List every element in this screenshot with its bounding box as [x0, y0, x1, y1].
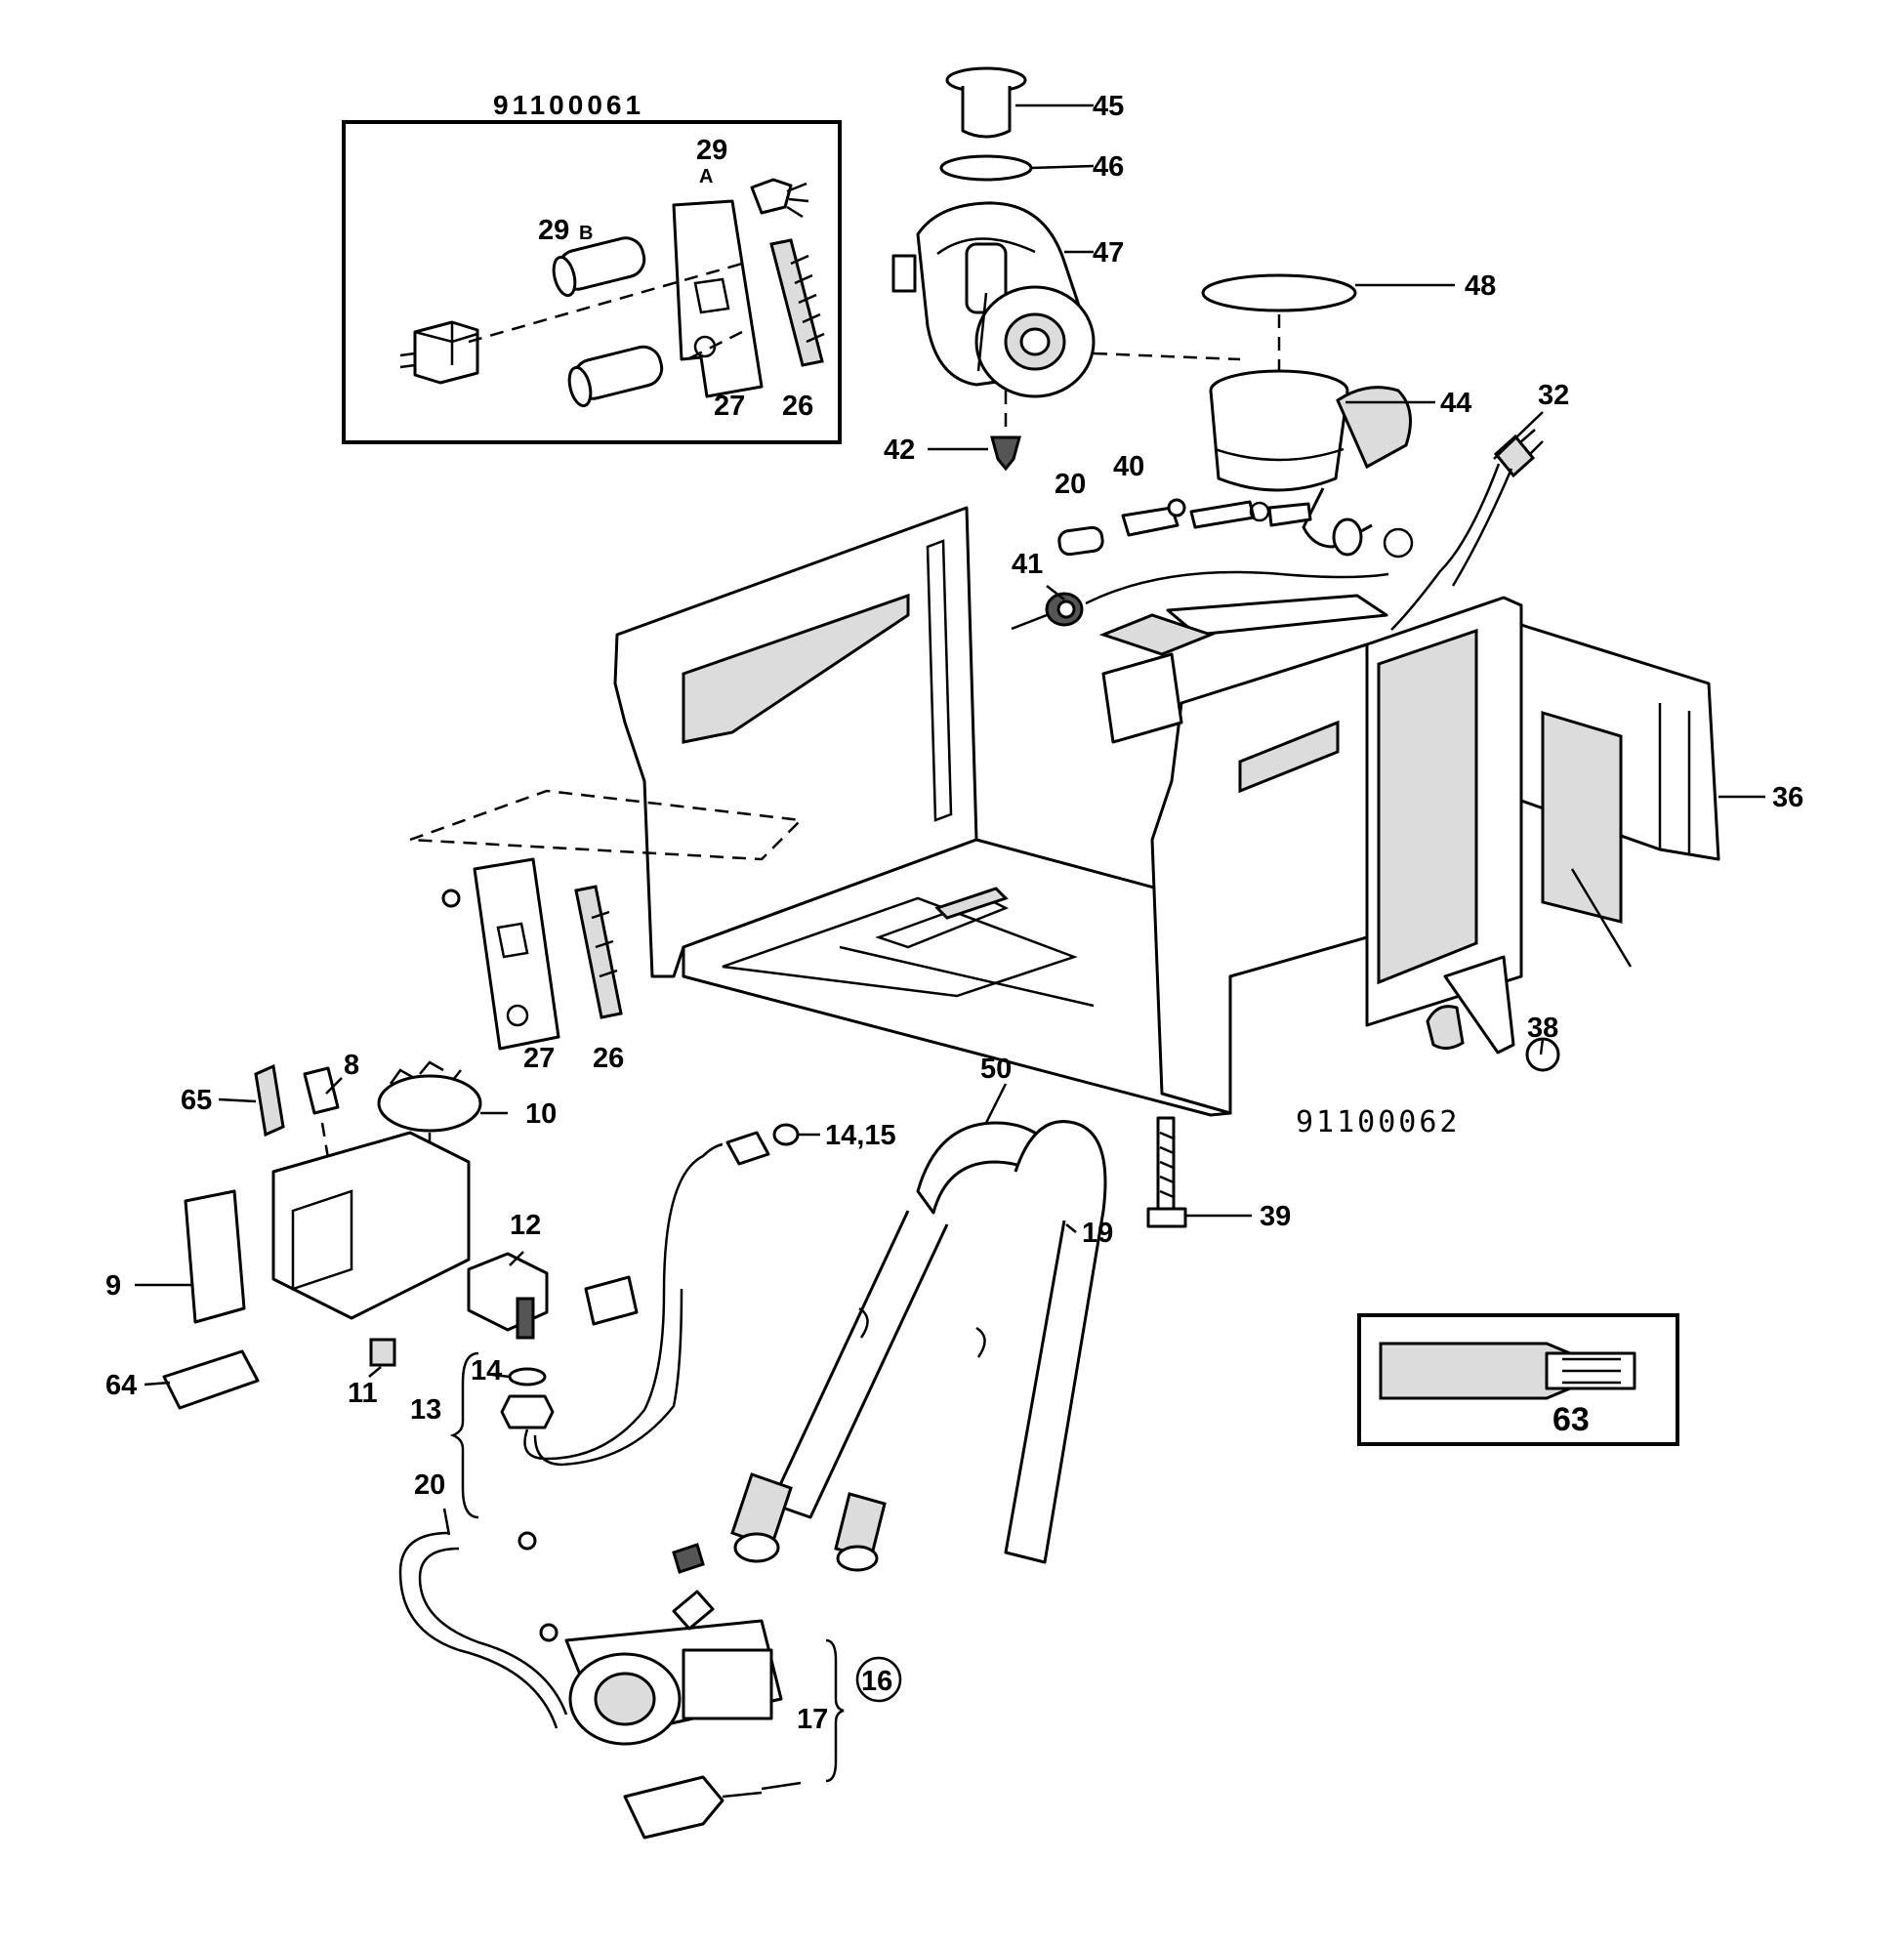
label-63: 63 — [1552, 1401, 1590, 1438]
part-20-loop-hose — [398, 1531, 559, 1729]
part-48-ring — [1201, 273, 1357, 312]
pump-mounting-bracket — [623, 1775, 724, 1840]
frame-top-rail — [1166, 594, 1388, 637]
label-29b: 29 — [538, 215, 569, 246]
frame-kit-code: 91100062 — [1296, 1105, 1461, 1139]
part-29b-capacitor — [552, 236, 646, 298]
bracket-side-plate — [184, 1189, 246, 1324]
frame-right-panel — [1150, 642, 1369, 1115]
part-14-15-seal — [772, 1123, 800, 1146]
secondary-control-bracket: 27 26 — [409, 789, 804, 1074]
part-19-drain-hose — [730, 1120, 1107, 1572]
label-13: 13 — [410, 1394, 441, 1426]
guide-motor-to-44 — [1093, 352, 1241, 361]
label-17: 17 — [797, 1704, 828, 1735]
brace-13 — [449, 1351, 479, 1519]
label-42: 42 — [884, 435, 915, 466]
label-20-bottom: 20 — [414, 1469, 445, 1501]
part-45-cap — [945, 66, 1027, 139]
part-29a — [750, 178, 809, 219]
label-41: 41 — [1012, 549, 1043, 580]
torx-bit — [1379, 1342, 1572, 1400]
leader-lines — [135, 103, 1765, 1536]
guide-bracket-outline — [409, 789, 804, 861]
label-20-top: 20 — [1055, 469, 1086, 500]
controls-kit-code: 91100061 — [493, 90, 644, 120]
label-27-top: 27 — [714, 391, 745, 422]
label-38: 38 — [1527, 1013, 1558, 1044]
part-12-inlet-valve — [467, 1252, 639, 1340]
brace-16-17 — [825, 1638, 845, 1783]
label-48: 48 — [1465, 270, 1496, 302]
part-41-grommet — [1011, 570, 1389, 631]
label-8: 8 — [344, 1050, 359, 1081]
label-29b-sub: B — [579, 223, 593, 244]
part-13-nut — [500, 1394, 555, 1429]
dishwasher-frame: 91100062 — [613, 506, 1720, 1228]
right-panel-handle-recess — [1238, 720, 1340, 794]
control-bracket-plate — [672, 199, 764, 398]
label-27-bottom: 27 — [523, 1043, 555, 1074]
torx-bit-box: 63 — [1357, 1313, 1679, 1446]
insulation-block — [1541, 710, 1623, 924]
terminal-strip-26 — [769, 238, 825, 367]
part-47-motor — [891, 201, 1096, 398]
wash-motor-assembly — [891, 66, 1544, 631]
label-10: 10 — [525, 1098, 557, 1130]
controls-kit-frame — [342, 120, 842, 444]
part-44-sump — [1209, 369, 1412, 557]
label-12: 12 — [510, 1210, 541, 1241]
part-40-hose-fitting — [1121, 498, 1312, 537]
label-14: 14 — [471, 1355, 502, 1386]
hose-clip — [1383, 527, 1414, 559]
label-45: 45 — [1093, 91, 1124, 122]
part-20-sleeve-top — [1057, 525, 1104, 557]
part-46-clamp — [939, 154, 1033, 182]
part-14-washer — [508, 1367, 547, 1386]
part-27-capacitor — [567, 345, 664, 408]
label-32: 32 — [1538, 380, 1569, 411]
part-64-switch-base — [162, 1349, 260, 1410]
part-13-hose — [523, 1142, 724, 1461]
left-panel-handle-recess — [682, 593, 910, 744]
label-29a-sub: A — [699, 166, 713, 187]
torx-bit-frame — [1357, 1313, 1679, 1446]
part-labels: 45 46 47 48 44 32 42 20 40 41 36 38 39 8… — [105, 91, 1803, 1735]
label-26-top: 26 — [782, 391, 813, 422]
label-47: 47 — [1093, 237, 1124, 269]
label-9: 9 — [105, 1270, 121, 1302]
label-11: 11 — [348, 1378, 378, 1409]
part-8-switch — [303, 1066, 340, 1115]
terminal-strip-26b — [574, 885, 623, 1019]
label-29a: 29 — [696, 135, 727, 166]
part-42-cone — [990, 435, 1021, 472]
part-65-clip — [254, 1063, 285, 1138]
label-50: 50 — [980, 1054, 1012, 1085]
label-16-circle — [855, 1656, 902, 1703]
label-19: 19 — [1082, 1218, 1113, 1249]
controls-kit-box: 91100061 — [342, 90, 842, 444]
label-14-15: 14,15 — [825, 1120, 896, 1151]
label-46: 46 — [1093, 151, 1124, 183]
label-44: 44 — [1440, 388, 1471, 419]
hose-end-fitting — [725, 1131, 770, 1166]
part-32-power-cord — [1390, 429, 1544, 631]
label-26-bottom: 26 — [593, 1043, 624, 1074]
label-64: 64 — [105, 1370, 137, 1401]
label-36: 36 — [1772, 782, 1803, 813]
part-11-pad — [369, 1338, 396, 1367]
label-16: 16 — [861, 1666, 892, 1697]
label-39: 39 — [1260, 1201, 1291, 1232]
label-40: 40 — [1113, 451, 1144, 482]
label-65: 65 — [181, 1085, 212, 1116]
relay-block — [399, 320, 479, 385]
valve-support-group — [162, 1060, 800, 1519]
part-9-support-bracket — [271, 1131, 471, 1320]
part-16-drain-pump — [398, 1531, 902, 1840]
